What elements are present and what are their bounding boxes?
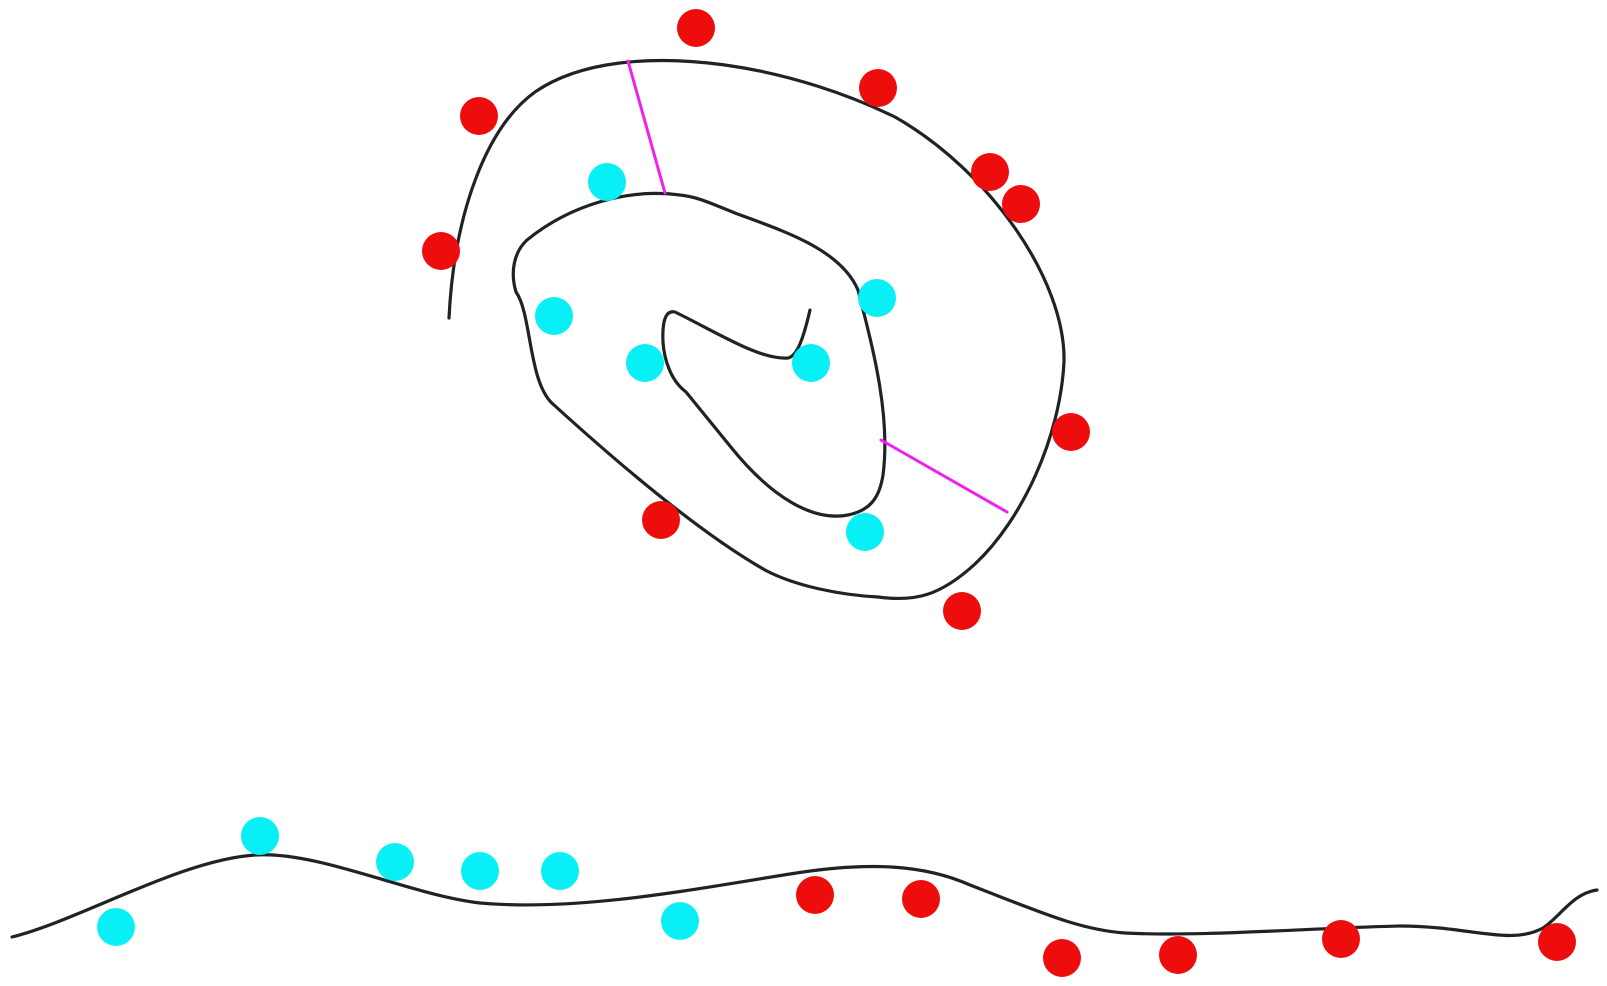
spiral-cyan-point-6 [846, 513, 884, 551]
wave-cyan-point-2 [376, 843, 414, 881]
wave-cyan-point-1 [241, 817, 279, 855]
spiral-red-point-7 [1052, 413, 1090, 451]
wave-red-points [796, 876, 1576, 977]
spiral-cyan-point-3 [858, 279, 896, 317]
spiral-cyan-point-5 [792, 344, 830, 382]
spiral-red-point-3 [460, 97, 498, 135]
spiral-red-point-8 [642, 501, 680, 539]
margin-line-right [879, 438, 1009, 514]
spiral-red-point-5 [1002, 185, 1040, 223]
spiral-boundary-curve [447, 58, 1066, 601]
wave-cyan-points [97, 817, 699, 946]
spiral-red-points [422, 9, 1090, 630]
spiral-red-point-4 [971, 153, 1009, 191]
spiral-cyan-point-2 [535, 297, 573, 335]
spiral-cyan-points [535, 163, 896, 551]
wave-cyan-point-6 [661, 902, 699, 940]
spiral-cyan-point-4 [626, 344, 664, 382]
wave-red-point-5 [1322, 920, 1360, 958]
spiral-cyan-point-1 [588, 163, 626, 201]
wave-red-point-1 [796, 876, 834, 914]
wave-red-point-2 [902, 880, 940, 918]
spiral-red-point-1 [677, 9, 715, 47]
wave-red-point-3 [1043, 939, 1081, 977]
wave-cyan-point-4 [541, 852, 579, 890]
wave-red-point-4 [1159, 936, 1197, 974]
spiral-red-point-2 [859, 69, 897, 107]
wave-cyan-point-5 [97, 908, 135, 946]
wave-red-point-6 [1538, 923, 1576, 961]
margin-line-top [626, 59, 667, 195]
wave-boundary-curve [10, 853, 1599, 939]
spiral-red-point-6 [422, 232, 460, 270]
spiral-red-point-9 [943, 592, 981, 630]
wave-cyan-point-3 [461, 852, 499, 890]
